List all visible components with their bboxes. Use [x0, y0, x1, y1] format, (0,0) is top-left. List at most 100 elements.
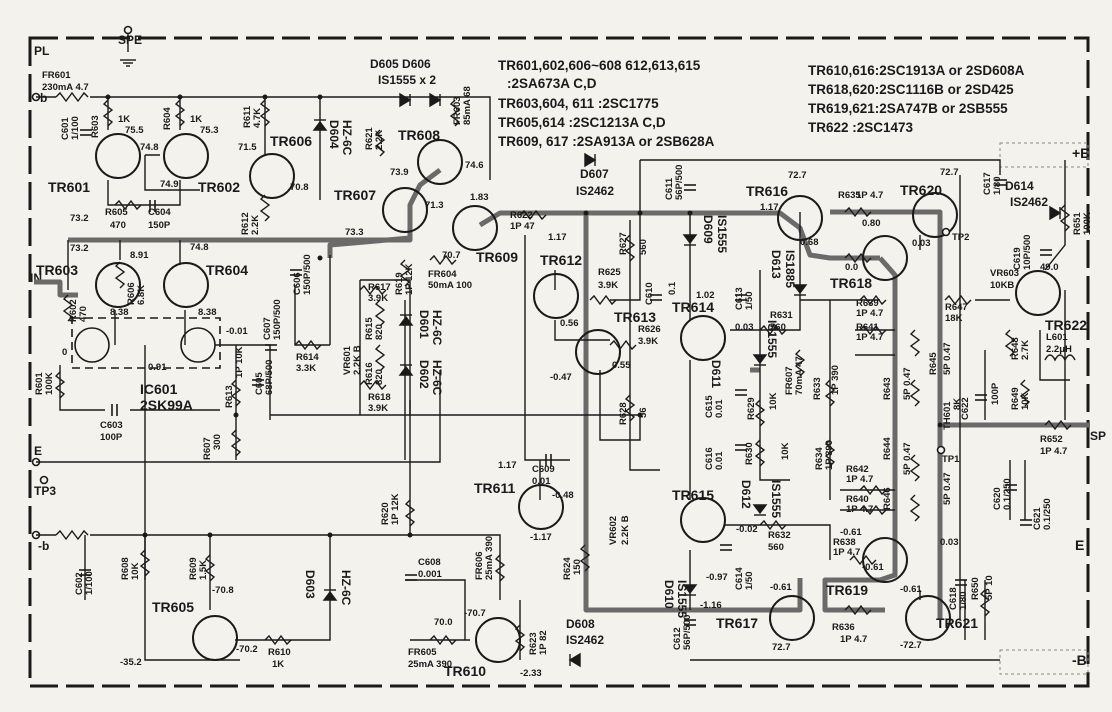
component-label: R646	[882, 487, 893, 510]
r627-resistor	[624, 234, 636, 262]
component-label: 5P 0.47	[902, 367, 913, 400]
r609-resistor	[204, 554, 216, 582]
tr604-label: TR604	[206, 262, 248, 278]
component-label: 10K	[780, 442, 791, 460]
component-label: 100K	[44, 372, 55, 395]
component-label: 1/50	[744, 292, 755, 311]
r648-resistor	[1004, 329, 1016, 357]
d607-value: IS2462	[576, 184, 614, 198]
component-label: TH601	[942, 401, 953, 430]
d610-value: IS1555	[675, 580, 689, 618]
voltage-label: 0.03	[735, 322, 754, 333]
d609-label: D609	[701, 215, 715, 244]
d602-value: HZ-6C	[430, 360, 444, 396]
voltage-label: 1.17	[498, 460, 517, 471]
component-label: C613	[734, 287, 745, 310]
voltage-label: 0.56	[560, 318, 579, 329]
component-label: 68P/500	[264, 360, 275, 395]
voltage-label: 0.68	[800, 237, 819, 248]
component-label: 85mA 68	[462, 86, 473, 125]
voltage-label: 0	[62, 347, 67, 358]
d601-value: HZ-6C	[430, 310, 444, 346]
notes-right: TR610,616:2SC1913A or 2SD608A TR618,620:…	[808, 63, 1025, 135]
component-label: 5P 10	[984, 575, 995, 600]
sp-label: SP	[1090, 429, 1106, 443]
fr605-resistor	[429, 634, 457, 646]
component-label: 10P/500	[1022, 235, 1033, 270]
component-label: R609	[188, 557, 199, 580]
minus-bus-label: -B	[1072, 652, 1087, 668]
component-label: 1P 4.7	[833, 547, 860, 558]
note-right-line: TR618,620:2SC1116B or 2SD425	[808, 82, 1014, 97]
voltage-label: 8.91	[130, 250, 149, 261]
voltage-label: 1.17	[548, 232, 567, 243]
component-label: R601	[34, 372, 45, 395]
note-right-line: TR610,616:2SC1913A or 2SD608A	[808, 63, 1025, 78]
component-label: 0.01	[714, 451, 725, 470]
d614-label: D614	[1005, 179, 1034, 193]
voltage-label: 49.0	[1040, 262, 1059, 273]
component-label: C608	[418, 557, 441, 568]
tr610-label: TR610	[444, 663, 486, 679]
d601-label: D601	[417, 310, 431, 339]
fr606-resistor	[494, 554, 506, 582]
voltage-label: -0.61	[770, 582, 792, 593]
component-label: 100K	[1082, 212, 1093, 235]
r614-resistor	[294, 339, 322, 351]
component-label: R607	[202, 437, 213, 460]
r646-resistor	[909, 494, 921, 522]
component-label: 56	[638, 407, 649, 418]
component-label: C622	[960, 397, 971, 420]
r651-resistor	[1059, 204, 1071, 232]
component-label: R622	[510, 210, 533, 221]
l601-inductor	[1044, 354, 1076, 362]
tr613-label: TR613	[614, 309, 656, 325]
component-label: R629	[746, 397, 757, 420]
component-label: 0.01	[714, 399, 725, 418]
component-labels: FR601 230mA 4.7 C601 1/100 R603 1K R604 …	[34, 70, 1093, 670]
component-label: FR604	[428, 269, 457, 280]
component-label: 10K	[768, 392, 779, 410]
component-label: C612	[672, 627, 683, 650]
component-label: 470	[110, 220, 126, 231]
e-left-label: E	[34, 444, 42, 458]
component-label: R649	[1010, 387, 1021, 410]
component-label: 70mA 47	[794, 356, 805, 395]
note-left-line: :2SA673A C,D	[507, 76, 597, 91]
spe-label: SPE	[118, 33, 142, 47]
tr609-label: TR609	[476, 249, 518, 265]
voltage-label: -0.61	[900, 584, 922, 595]
voltage-label: -1.16	[700, 600, 722, 611]
voltage-label: 73.2	[70, 213, 89, 224]
component-label: 820	[374, 369, 385, 385]
tr606-label: TR606	[270, 133, 312, 149]
tr618-label: TR618	[830, 275, 872, 291]
component-label: 56P/500	[674, 165, 685, 200]
component-label: C619	[1012, 247, 1023, 270]
tr605-label: TR605	[152, 599, 194, 615]
r636-resistor	[844, 604, 872, 616]
component-label: 3.9K	[638, 336, 658, 347]
component-label: VR603	[990, 268, 1019, 279]
component-label: R638	[833, 537, 856, 548]
note-left-line: TR601,602,606~608 612,613,615	[498, 58, 701, 73]
component-label: R619	[394, 272, 405, 295]
component-label: 6.8K	[136, 285, 147, 305]
component-label: R631	[770, 310, 793, 321]
component-label: 1P 4.7	[856, 308, 883, 319]
d609-value: IS1555	[715, 215, 729, 253]
voltage-label: 70.7	[442, 250, 461, 261]
voltage-label: -0.47	[550, 372, 572, 383]
tr602-label: TR602	[198, 179, 240, 195]
voltage-label: 1.17	[760, 202, 779, 213]
ic601-package	[71, 317, 221, 369]
voltage-label: 73.9	[390, 167, 409, 178]
component-label: R644	[882, 437, 893, 460]
component-label: 25mA 390	[408, 659, 452, 670]
d602-label: D602	[417, 360, 431, 389]
component-label: 100P	[100, 432, 123, 443]
component-label: 0.001	[418, 569, 442, 580]
note-left-line: TR609, 617 :2SA913A or 2SB628A	[498, 134, 715, 149]
voltage-label: -0.97	[706, 572, 728, 583]
fr604-resistor	[429, 254, 457, 266]
